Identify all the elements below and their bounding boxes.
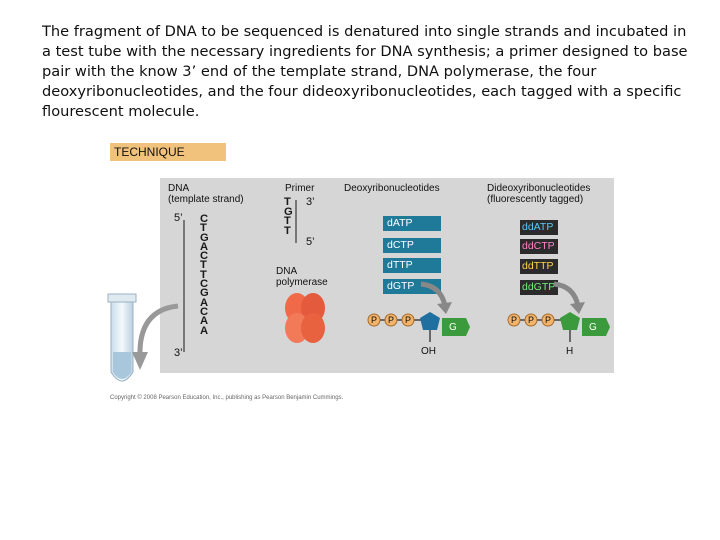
deoxy-base-label: G xyxy=(449,322,457,333)
intro-paragraph: The fragment of DNA to be sequenced is d… xyxy=(42,23,688,120)
template-base: G xyxy=(200,287,209,300)
deoxy-box-1: dCTP xyxy=(383,238,441,253)
template-base: T xyxy=(200,268,207,281)
polymerase-label-1: DNA xyxy=(276,266,298,277)
primer-label: Primer xyxy=(285,183,315,194)
template-base: G xyxy=(200,231,209,244)
template-base: C xyxy=(200,213,209,225)
primer-base: T xyxy=(284,224,291,237)
dideoxy-box-2: ddTTP xyxy=(520,259,558,274)
deoxynucleotide-diagram xyxy=(367,312,470,342)
deoxy-label: Deoxyribonucleotides xyxy=(344,183,440,194)
test-tube-icon xyxy=(107,293,137,382)
dideoxy-phosphate-1: P xyxy=(511,315,518,325)
deoxy-phosphate-3: P xyxy=(405,315,412,325)
polymerase-label-2: polymerase xyxy=(276,277,328,288)
deoxy-phosphate-1: P xyxy=(371,315,378,325)
deoxy-box-0: dATP xyxy=(383,216,441,231)
template-five-prime: 5’ xyxy=(174,212,183,224)
template-backbone xyxy=(183,220,185,352)
primer-three-prime: 3’ xyxy=(306,196,315,208)
dideoxy-box-0: ddATP xyxy=(520,220,558,235)
primer-base: T xyxy=(284,215,291,228)
dideoxy-phosphate-2: P xyxy=(528,315,535,325)
dideoxynucleotide-diagram xyxy=(507,312,610,342)
dideoxy-label: Dideoxyribonucleotides xyxy=(487,183,591,194)
primer-base: T xyxy=(284,196,291,208)
template-base: T xyxy=(200,222,207,235)
fluorescent-label: (fluorescently tagged) xyxy=(487,194,584,205)
dideoxy-phosphate-3: P xyxy=(545,315,552,325)
deoxy-oh-label: OH xyxy=(421,346,436,357)
dna-label: DNA xyxy=(168,183,190,194)
transfer-arrow-icon xyxy=(132,303,179,370)
deoxy-arrow-icon xyxy=(420,281,452,314)
polymerase-icon xyxy=(285,293,325,343)
primer-base: G xyxy=(284,205,293,218)
technique-label: TECHNIQUE xyxy=(110,143,226,161)
dideoxy-h-label: H xyxy=(566,346,574,357)
template-base: T xyxy=(200,259,207,272)
primer-five-prime: 5’ xyxy=(306,236,315,248)
primer-backbone xyxy=(295,200,297,243)
dideoxy-base-label: G xyxy=(589,322,597,333)
template-base: C xyxy=(200,278,209,291)
template-base: A xyxy=(200,324,209,337)
dideoxy-box-3: ddGTP xyxy=(520,280,558,295)
template-base: A xyxy=(200,240,209,253)
template-base: C xyxy=(200,250,209,263)
template-three-prime: 3’ xyxy=(174,347,183,359)
dideoxy-box-1: ddCTP xyxy=(520,239,558,254)
template-base: A xyxy=(200,315,209,328)
deoxy-phosphate-2: P xyxy=(388,315,395,325)
deoxy-box-2: dTTP xyxy=(383,258,441,273)
template-strand-label: (template strand) xyxy=(168,194,244,205)
template-base: A xyxy=(200,296,209,309)
dideoxy-arrow-icon xyxy=(553,281,585,314)
template-base: C xyxy=(200,305,209,318)
technique-panel xyxy=(160,178,614,373)
copyright-caption: Copyright © 2008 Pearson Education, Inc.… xyxy=(110,395,344,401)
